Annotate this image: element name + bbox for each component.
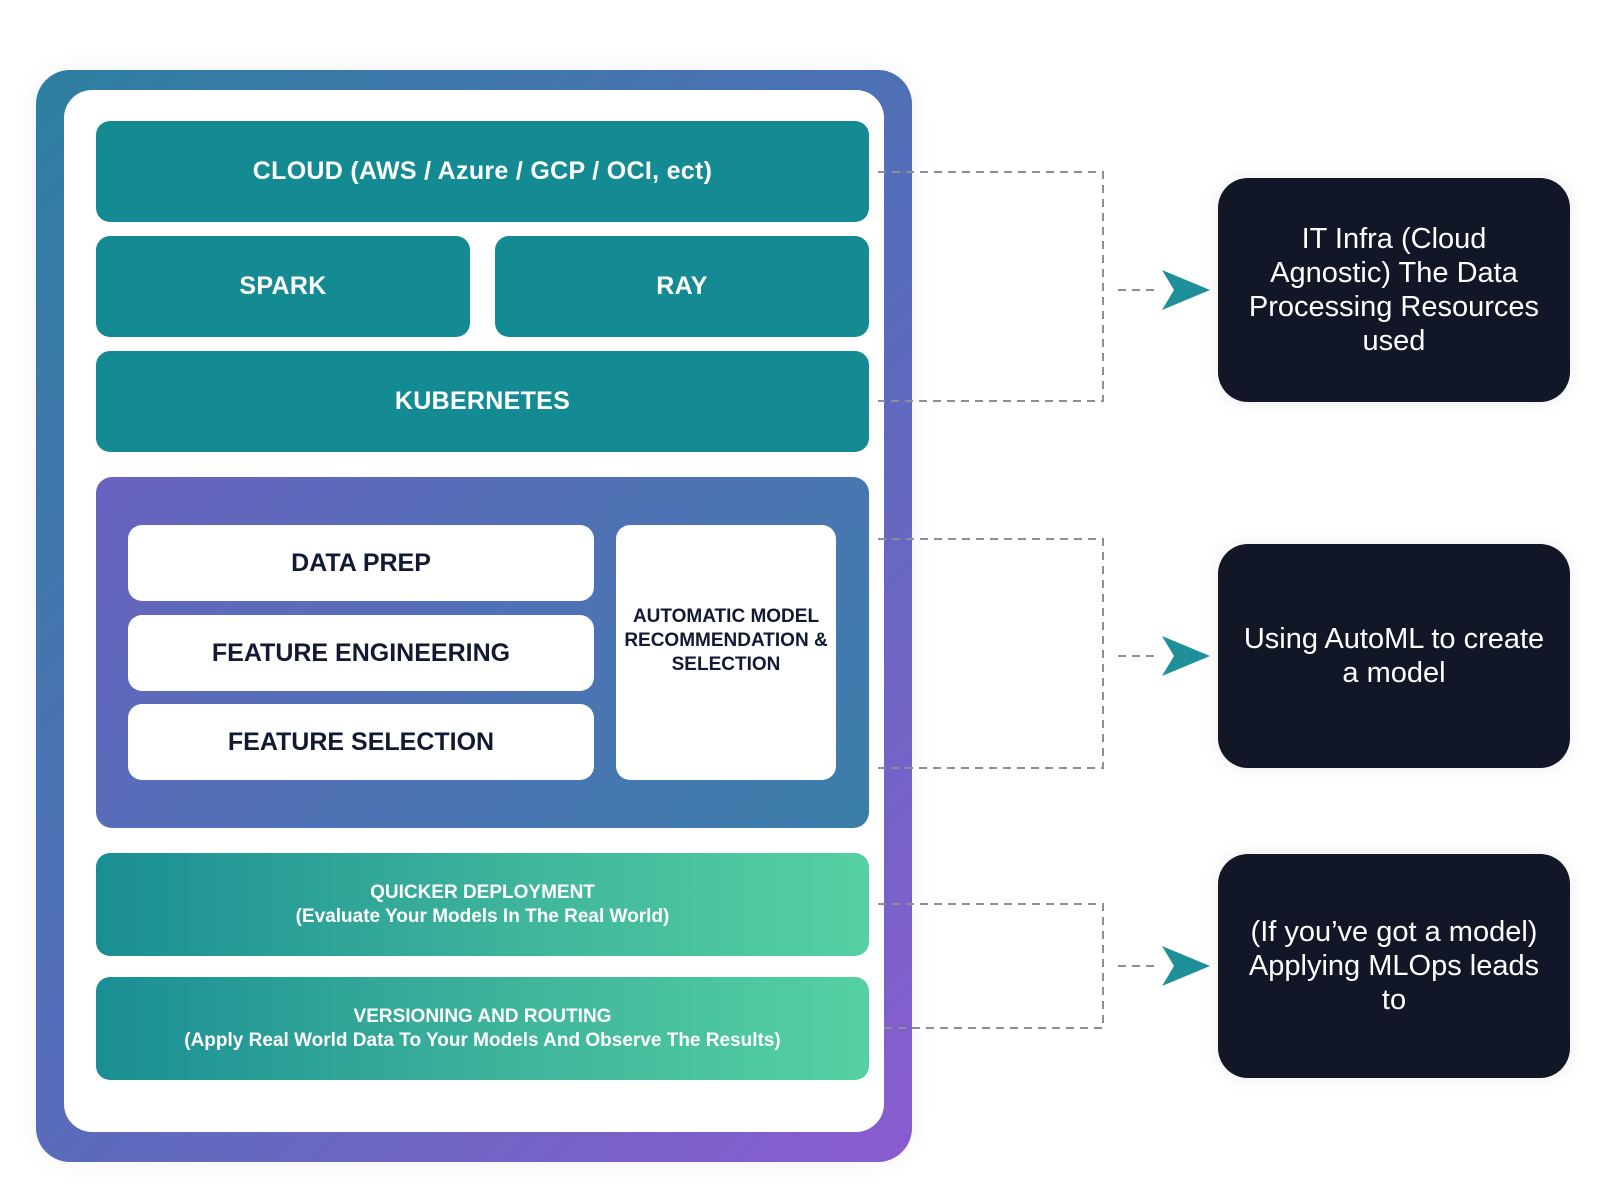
versioning-routing-block: VERSIONING AND ROUTING (Apply Real World… [96, 977, 869, 1080]
automl-bracket [878, 538, 1104, 769]
ray-block: RAY [495, 236, 869, 337]
feature-engineering-card: FEATURE ENGINEERING [128, 615, 594, 691]
quicker-deployment-subtitle: (Evaluate Your Models In The Real World) [295, 905, 670, 927]
automl-arrow-icon [1162, 636, 1210, 676]
infra-bracket [878, 171, 1104, 402]
versioning-routing-subtitle: (Apply Real World Data To Your Models An… [184, 1029, 781, 1051]
feature-selection-card: FEATURE SELECTION [128, 704, 594, 780]
mlops-arrow-icon [1162, 946, 1210, 986]
infra-callout: IT Infra (Cloud Agnostic) The Data Proce… [1218, 178, 1570, 402]
automatic-model-selection-card: AUTOMATIC MODEL RECOMMENDATION & SELECTI… [616, 525, 836, 780]
infra-arrow-icon [1162, 270, 1210, 310]
mlops-bracket [878, 903, 1104, 1029]
data-prep-card: DATA PREP [128, 525, 594, 601]
kubernetes-block: KUBERNETES [96, 351, 869, 452]
automl-callout: Using AutoML to create a model [1218, 544, 1570, 768]
versioning-routing-title: VERSIONING AND ROUTING [353, 1005, 612, 1027]
cloud-block: CLOUD (AWS / Azure / GCP / OCI, ect) [96, 121, 869, 222]
spark-block: SPARK [96, 236, 470, 337]
mlops-callout: (If you’ve got a model) Applying MLOps l… [1218, 854, 1570, 1078]
quicker-deployment-title: QUICKER DEPLOYMENT [370, 881, 595, 903]
quicker-deployment-block: QUICKER DEPLOYMENT (Evaluate Your Models… [96, 853, 869, 956]
